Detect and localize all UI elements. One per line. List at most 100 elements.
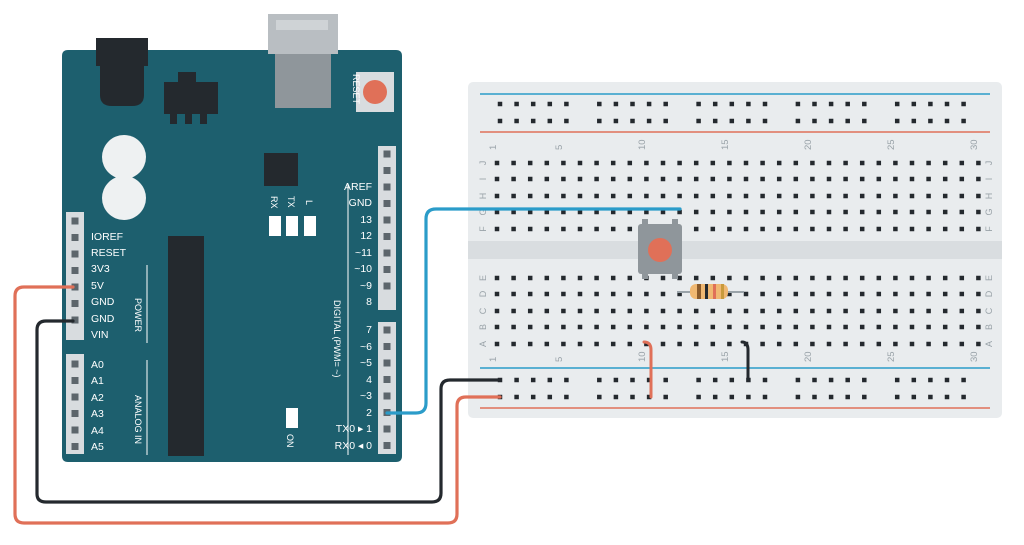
pushbutton-leg [672, 271, 678, 279]
rail-hole [944, 377, 950, 383]
breadboard-hole [893, 226, 898, 232]
breadboard-hole [627, 275, 633, 281]
breadboard-hole [859, 308, 865, 314]
rail-hole [712, 394, 718, 400]
wire-pin2-to-button [385, 207, 682, 415]
led-tx [286, 216, 298, 236]
breadboard-hole [810, 160, 815, 166]
breadboard-hole [561, 160, 566, 166]
digital-section-label: DIGITAL (PWM= ~) [332, 300, 342, 378]
breadboard-hole [976, 226, 981, 232]
breadboard-hole [594, 324, 599, 330]
breadboard-hole [909, 308, 915, 314]
breadboard-hole [776, 193, 782, 199]
breadboard-hole [627, 209, 633, 215]
breadboard-hole [810, 209, 815, 215]
breadboard-hole [594, 160, 599, 166]
arduino-board: RESET RX TX L ON IOREF RESET 3V3 5V GND … [62, 14, 402, 462]
analog-header-holes [71, 360, 79, 450]
breadboard-hole [859, 275, 865, 281]
breadboard-hole [810, 226, 815, 232]
rail-hole [812, 377, 817, 383]
breadboard-hole [710, 341, 716, 347]
breadboard-hole [610, 324, 616, 330]
rail-hole [894, 101, 900, 107]
breadboard-hole [727, 209, 732, 215]
breadboard-hole [859, 176, 865, 182]
breadboard-hole [561, 209, 566, 215]
row-letter: F [478, 226, 488, 232]
analog-section-label: ANALOG IN [133, 395, 143, 444]
pin-label-a5: A5 [91, 441, 104, 453]
header-hole [383, 343, 391, 350]
rail-hole [961, 118, 966, 124]
breadboard-hole [810, 275, 815, 281]
breadboard-hole [826, 275, 832, 281]
breadboard-hole [610, 193, 616, 199]
breadboard-hole [677, 193, 682, 199]
breadboard-hole [942, 324, 948, 330]
col-num-top: 20 [803, 139, 814, 150]
pin-label-3: ~3 [360, 390, 372, 402]
pin-label-12: 12 [360, 230, 372, 242]
breadboard-hole [494, 341, 500, 347]
power-jack-top [96, 38, 148, 66]
breadboard-hole [494, 193, 500, 199]
breadboard-hole [909, 160, 915, 166]
rail-hole [547, 377, 553, 383]
header-hole [383, 167, 391, 174]
breadboard-hole [644, 291, 649, 297]
pin-label-reset: RESET [91, 247, 127, 259]
pushbutton-leg [642, 219, 648, 227]
rail-hole [497, 101, 503, 107]
breadboard-hole [594, 193, 599, 199]
breadboard-hole [876, 193, 882, 199]
pin-label-13: 13 [360, 214, 372, 226]
rail-hole [862, 377, 867, 383]
breadboard-hole [627, 193, 633, 199]
breadboard-hole [876, 291, 882, 297]
breadboard-hole [710, 308, 716, 314]
pushbutton-cap [648, 238, 672, 262]
breadboard-hole [976, 193, 981, 199]
column-numbers-bottom: 1 5 10 15 20 25 30 [488, 351, 980, 362]
regulator-leg [170, 114, 177, 124]
rail-hole [961, 377, 966, 383]
breadboard-hole [793, 209, 799, 215]
breadboard-hole [544, 209, 550, 215]
breadboard-hole [577, 308, 583, 314]
row-letter: B [478, 324, 488, 330]
rail-hole [597, 118, 602, 124]
breadboard-hole [810, 308, 815, 314]
analog-header [66, 354, 84, 454]
rail-hole [928, 118, 933, 124]
breadboard-hole [660, 308, 666, 314]
breadboard-hole [527, 341, 533, 347]
breadboard-hole [677, 308, 682, 314]
breadboard-hole [893, 291, 898, 297]
rail-hole [696, 118, 701, 124]
breadboard-hole [627, 308, 633, 314]
rail-hole [514, 377, 519, 383]
rail-hole [613, 394, 619, 400]
breadboard-hole [859, 291, 865, 297]
breadboard-hole [843, 193, 848, 199]
wire-5v-to-rail [13, 285, 502, 525]
rail-hole [729, 101, 735, 107]
breadboard-hole [743, 193, 749, 199]
breadboard-hole [610, 209, 616, 215]
pin-label-8: 8 [366, 296, 372, 308]
breadboard-hole [627, 341, 633, 347]
breadboard-hole [810, 341, 815, 347]
breadboard-hole [561, 291, 566, 297]
row-letter: A [984, 341, 994, 347]
breadboard-hole [909, 341, 915, 347]
rail-hole [894, 394, 900, 400]
breadboard-hole [942, 160, 948, 166]
rail-hole [928, 377, 933, 383]
rail-hole [663, 118, 668, 124]
row-letter: E [478, 275, 488, 281]
rail-hole [729, 377, 735, 383]
breadboard-hole [793, 193, 799, 199]
row-letter: G [984, 208, 994, 215]
